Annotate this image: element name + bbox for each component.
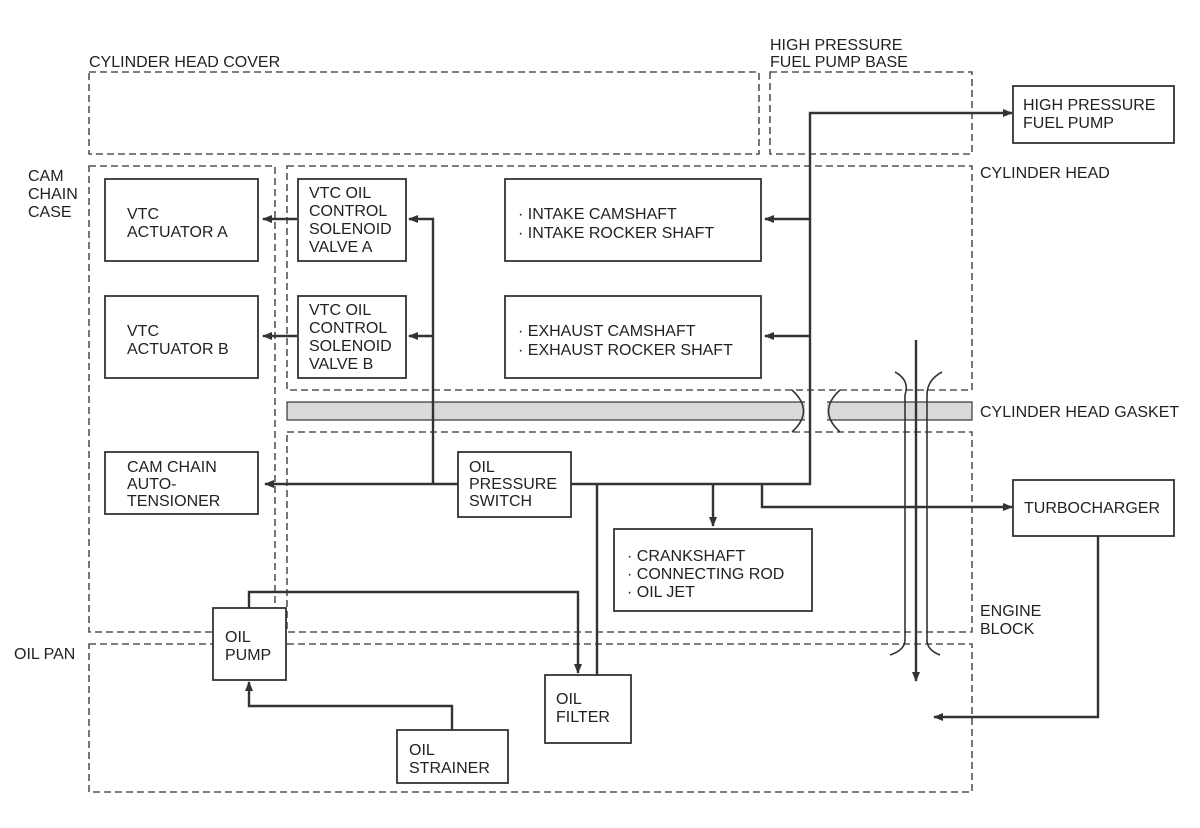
cam-chain-tensioner-label: TENSIONER <box>127 493 220 510</box>
crankshaft-box <box>613 528 813 612</box>
vtc-actuator-a-label: ACTUATOR A <box>127 224 228 241</box>
turbocharger-box <box>1012 479 1175 537</box>
oil-pressure-switch-label: PRESSURE <box>469 476 557 493</box>
oil-strainer-label: STRAINER <box>409 760 490 777</box>
cam-chain-tensioner-box <box>104 451 259 515</box>
cam-chain-case-label: CASE <box>28 204 72 221</box>
oil-pressure-switch-label: OIL <box>469 459 495 476</box>
head-bolt-bracket-left <box>889 371 908 656</box>
turbocharger-label: TURBOCHARGER <box>1024 500 1160 517</box>
exhaust-box <box>504 295 762 379</box>
vtc-solenoid-b-box <box>297 295 407 379</box>
cylinder-head-cover-label: CYLINDER HEAD COVER <box>89 54 280 71</box>
gasket-bolt-bracket-right <box>827 389 841 433</box>
oil-strainer-box <box>396 729 509 784</box>
oil-pump-label: PUMP <box>225 647 271 664</box>
vtc-solenoid-a-label: VTC OIL <box>309 185 371 202</box>
vtc-solenoid-b-label: VTC OIL <box>309 302 371 319</box>
crankshaft-label: · CONNECTING ROD <box>627 566 784 583</box>
vtc-actuator-b-label: ACTUATOR B <box>127 341 229 358</box>
exhaust-label: · EXHAUST CAMSHAFT <box>518 323 696 340</box>
intake-label: · INTAKE CAMSHAFT <box>518 206 677 223</box>
oil-pan-label: OIL PAN <box>14 646 75 663</box>
cylinder-head-zone <box>286 165 973 391</box>
vtc-solenoid-a-label: CONTROL <box>309 203 387 220</box>
oil-pressure-switch-box <box>457 451 572 518</box>
hp-fuel-pump-base-label: FUEL PUMP BASE <box>770 54 908 71</box>
gasket-bolt-bracket-left <box>791 389 805 433</box>
hp-fuel-pump-box <box>1012 85 1175 144</box>
cam-chain-tensioner-label: AUTO- <box>127 476 176 493</box>
flow-vtc-riser <box>408 215 435 484</box>
oil-filter-label: OIL <box>556 691 582 708</box>
engine-block-label: ENGINE <box>980 603 1041 620</box>
cylinder-head-cover-zone <box>88 71 760 155</box>
crankshaft-label: · CRANKSHAFT <box>627 548 745 565</box>
cam-chain-case-label: CHAIN <box>28 186 78 203</box>
vtc-solenoid-a-label: VALVE A <box>309 239 373 256</box>
oil-filter-box <box>544 674 632 744</box>
cam-chain-case-label: CAM <box>28 168 64 185</box>
vtc-actuator-a-box <box>104 178 259 262</box>
intake-box <box>504 178 762 262</box>
cam-chain-tensioner-label: CAM CHAIN <box>127 459 217 476</box>
vtc-solenoid-b-label: SOLENOID <box>309 338 392 355</box>
cam-chain-case-zone <box>88 165 276 633</box>
engine-block-label: BLOCK <box>980 621 1035 638</box>
hp-fuel-pump-base-label: HIGH PRESSURE <box>770 37 902 54</box>
intake-label: · INTAKE ROCKER SHAFT <box>518 225 714 242</box>
head-bolt-bracket-right <box>926 371 943 656</box>
flow-turbo-return <box>933 536 1100 721</box>
vtc-solenoid-b-label: CONTROL <box>309 320 387 337</box>
vtc-solenoid-a-box <box>297 178 407 262</box>
hp-fuel-pump-label: FUEL PUMP <box>1023 115 1114 132</box>
flow-to-hp-fuel-pump <box>762 109 1013 486</box>
hp-fuel-pump-label: HIGH PRESSURE <box>1023 97 1155 114</box>
oil-pressure-switch-label: SWITCH <box>469 493 532 510</box>
cylinder-head-label: CYLINDER HEAD <box>980 165 1110 182</box>
vtc-solenoid-a-label: SOLENOID <box>309 221 392 238</box>
flow-strainer-to-pump <box>245 681 454 730</box>
exhaust-label: · EXHAUST ROCKER SHAFT <box>518 342 733 359</box>
oil-pump-label: OIL <box>225 629 251 646</box>
vtc-solenoid-b-label: VALVE B <box>309 356 373 373</box>
vtc-actuator-b-box <box>104 295 259 379</box>
cylinder-head-gasket <box>286 401 973 421</box>
engine-block-zone <box>286 431 973 633</box>
vtc-actuator-b-label: VTC <box>127 323 159 340</box>
flow-to-turbocharger <box>760 484 1013 511</box>
oil-filter-label: FILTER <box>556 709 610 726</box>
cylinder-head-gasket-label: CYLINDER HEAD GASKET <box>980 404 1179 421</box>
crankshaft-label: · OIL JET <box>627 584 695 601</box>
oil-pump-box <box>212 607 287 681</box>
gasket-bolt-gap <box>805 398 827 424</box>
flow-pump-to-filter <box>247 590 582 674</box>
vtc-actuator-a-label: VTC <box>127 206 159 223</box>
oil-strainer-label: OIL <box>409 742 435 759</box>
